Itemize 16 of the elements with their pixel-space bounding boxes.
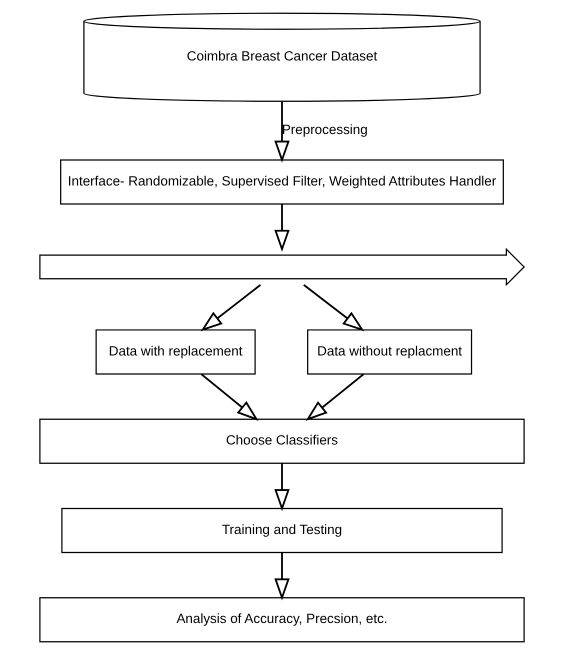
node-box: Interface- Randomizable, Supervised Filter, Weighted Attributes Handler	[60, 159, 504, 205]
node-box: Analysis of Accuracy, Precsion, etc.	[38, 597, 524, 642]
node-box: Data with replacement	[95, 329, 256, 375]
node-box: Choose Classifiers	[38, 418, 524, 464]
arrow	[302, 284, 364, 332]
arrow	[200, 284, 261, 332]
arrow	[274, 102, 290, 163]
node-box: Data without replacment	[306, 329, 472, 375]
arrow	[305, 373, 364, 421]
arrow	[274, 204, 290, 252]
arrow	[274, 463, 290, 512]
node-box: Training and Testing	[60, 508, 502, 554]
arrow	[274, 552, 290, 600]
edge-label: Preprocessing	[281, 122, 368, 138]
node-arrow	[38, 248, 524, 286]
arrow	[200, 373, 258, 421]
